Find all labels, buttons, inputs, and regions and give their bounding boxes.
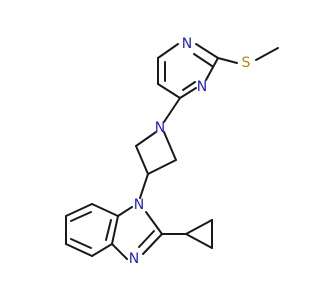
bond-c7-c6 <box>65 203 93 217</box>
bond-methyl-s <box>255 47 279 61</box>
bond-c2-n1 <box>195 43 219 59</box>
bond-c4-n3 <box>179 87 197 99</box>
bond-n1-c2-bzim <box>145 211 163 235</box>
bond-c2-n3-bzim-inner <box>138 230 155 248</box>
molecule-structure: N N S N N N <box>65 36 279 267</box>
bond-c2-n3-bzim <box>142 233 163 255</box>
bond-ch2-left-azn <box>135 131 157 147</box>
bond-n1-c6 <box>157 43 179 59</box>
bond-ch2-right-ch <box>147 159 177 175</box>
bond-c4-n3-inner <box>182 81 196 91</box>
bond-s-c2 <box>217 57 238 64</box>
bond-c7a-n1 <box>117 206 133 217</box>
bond-c3a-c7a-inner <box>105 219 112 241</box>
atom-s-thioether: S <box>242 55 251 71</box>
bond-cp-a-b <box>185 219 213 235</box>
bond-azn-ch2-right <box>163 131 177 161</box>
bond-c7-c6-inner <box>70 211 92 222</box>
bond-c4-n-azetidine <box>163 97 181 123</box>
bond-cp-c-a <box>185 233 213 249</box>
atom-n-azetidine: N <box>155 120 165 136</box>
atom-n-benzimidazole-3: N <box>129 251 139 267</box>
bond-ch-n-bzim <box>139 173 149 199</box>
atom-n-pyrimidine-1: N <box>182 36 192 52</box>
atom-n-benzimidazole-1: N <box>134 197 144 213</box>
atom-n-pyrimidine-3: N <box>197 79 207 95</box>
bond-n3-c3a <box>111 243 128 260</box>
bond-c4-c3a <box>91 243 113 257</box>
bond-c2-n1-inner <box>193 53 213 67</box>
bond-c7a-c7 <box>91 203 119 217</box>
bond-n3-c2 <box>205 57 219 81</box>
bond-c5-c4-inner <box>70 238 92 249</box>
bond-c3a-c7a <box>111 215 119 245</box>
bond-c5-c4 <box>157 83 181 99</box>
bond-c5-c4 <box>65 243 93 257</box>
bond-ch-ch2-left <box>135 145 149 175</box>
